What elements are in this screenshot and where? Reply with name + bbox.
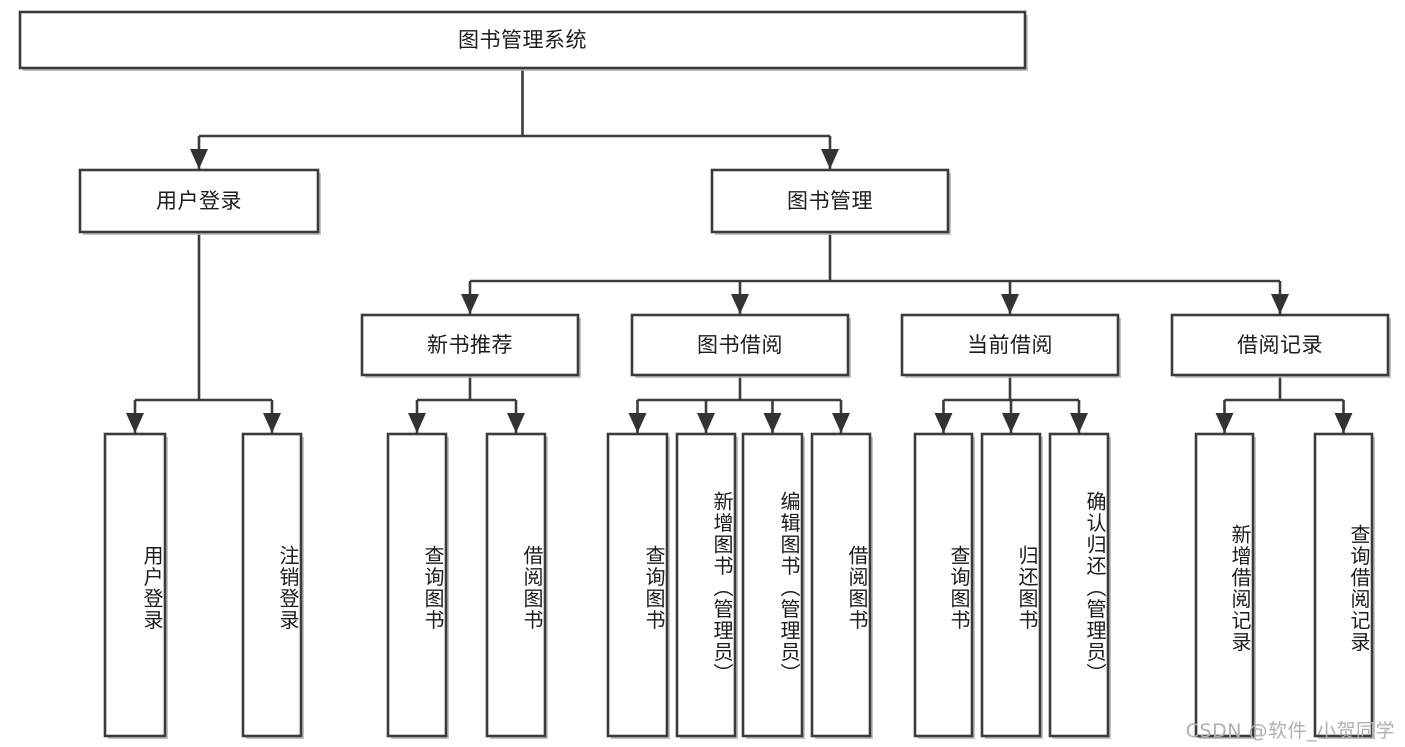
node-box-leaf-query-book-3[interactable] xyxy=(913,432,974,738)
node-layer xyxy=(18,10,1391,739)
node-box-leaf-user-login[interactable] xyxy=(103,432,167,738)
arrow-head-book-borrow xyxy=(731,294,749,314)
arrow-head-leaf-query-book-3 xyxy=(934,413,953,433)
node-box-leaf-edit-book[interactable] xyxy=(741,432,804,738)
node-box-leaf-confirm-return[interactable] xyxy=(1048,432,1110,738)
arrow-head-leaf-borrow-book-2 xyxy=(832,413,850,433)
node-box-root[interactable] xyxy=(18,10,1027,70)
arrow-head-leaf-edit-book xyxy=(763,413,782,433)
node-box-leaf-borrow-book-1[interactable] xyxy=(485,432,547,738)
arrow-head-user-login xyxy=(190,149,208,169)
arrow-head-leaf-confirm-return xyxy=(1070,413,1088,433)
node-box-book-manage[interactable] xyxy=(710,168,950,234)
node-box-user-login[interactable] xyxy=(78,168,320,234)
arrow-head-leaf-return-book xyxy=(1002,413,1020,433)
node-box-borrow-record[interactable] xyxy=(1170,313,1390,377)
arrow-head-leaf-user-login xyxy=(126,413,144,433)
node-box-book-borrow[interactable] xyxy=(630,313,850,377)
arrow-head-leaf-borrow-book-1 xyxy=(507,413,525,433)
node-box-leaf-query-book-2[interactable] xyxy=(606,432,669,738)
node-box-leaf-add-book[interactable] xyxy=(675,432,737,738)
arrow-head-leaf-query-book-2 xyxy=(628,413,647,433)
node-box-leaf-add-record[interactable] xyxy=(1194,432,1255,738)
arrow-head-leaf-add-record xyxy=(1215,413,1234,433)
arrow-head-leaf-user-logout xyxy=(263,413,281,433)
arrow-head-borrow-record xyxy=(1271,294,1289,314)
node-box-leaf-user-logout[interactable] xyxy=(241,432,303,738)
arrow-head-new-book-rec xyxy=(461,294,479,314)
arrow-head-current-borrow xyxy=(1001,294,1019,314)
node-box-leaf-query-book-1[interactable] xyxy=(386,432,448,738)
node-box-leaf-return-book[interactable] xyxy=(980,432,1042,738)
arrow-head-leaf-add-book xyxy=(697,413,715,433)
watermark-text: CSDN @软件_小贺同学 xyxy=(1185,720,1395,742)
edge-layer xyxy=(126,68,1353,433)
arrow-head-leaf-query-record xyxy=(1334,413,1353,433)
node-box-current-borrow[interactable] xyxy=(900,313,1120,377)
arrow-head-book-manage xyxy=(821,149,839,169)
arrow-head-leaf-query-book-1 xyxy=(408,413,426,433)
node-box-leaf-borrow-book-2[interactable] xyxy=(810,432,872,738)
node-box-new-book-rec[interactable] xyxy=(360,313,580,377)
node-box-leaf-query-record[interactable] xyxy=(1313,432,1374,738)
